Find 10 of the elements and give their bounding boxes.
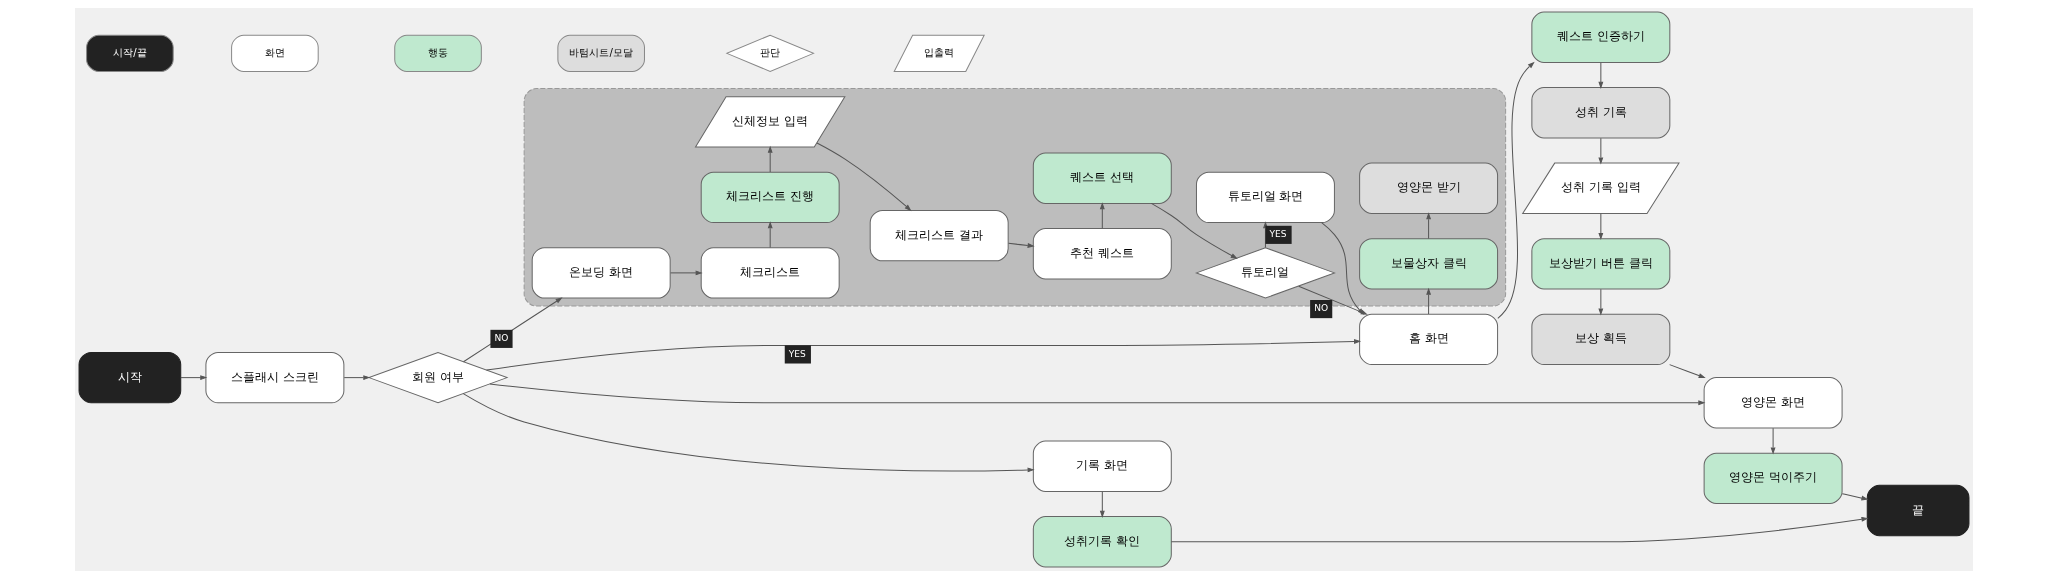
- edge-label: NO: [1314, 303, 1329, 314]
- legend-label: 입출력: [924, 46, 955, 58]
- legend-label: 행동: [428, 46, 449, 58]
- edge-label: YES: [788, 348, 806, 359]
- legend-label: 판단: [760, 46, 781, 58]
- legend-label: 화면: [264, 46, 285, 58]
- edge-label: NO: [494, 333, 509, 344]
- legend-label: 바텀시트/모달: [569, 46, 633, 58]
- edge-label: YES: [1269, 229, 1287, 240]
- legend-label: 시작/끝: [113, 46, 147, 58]
